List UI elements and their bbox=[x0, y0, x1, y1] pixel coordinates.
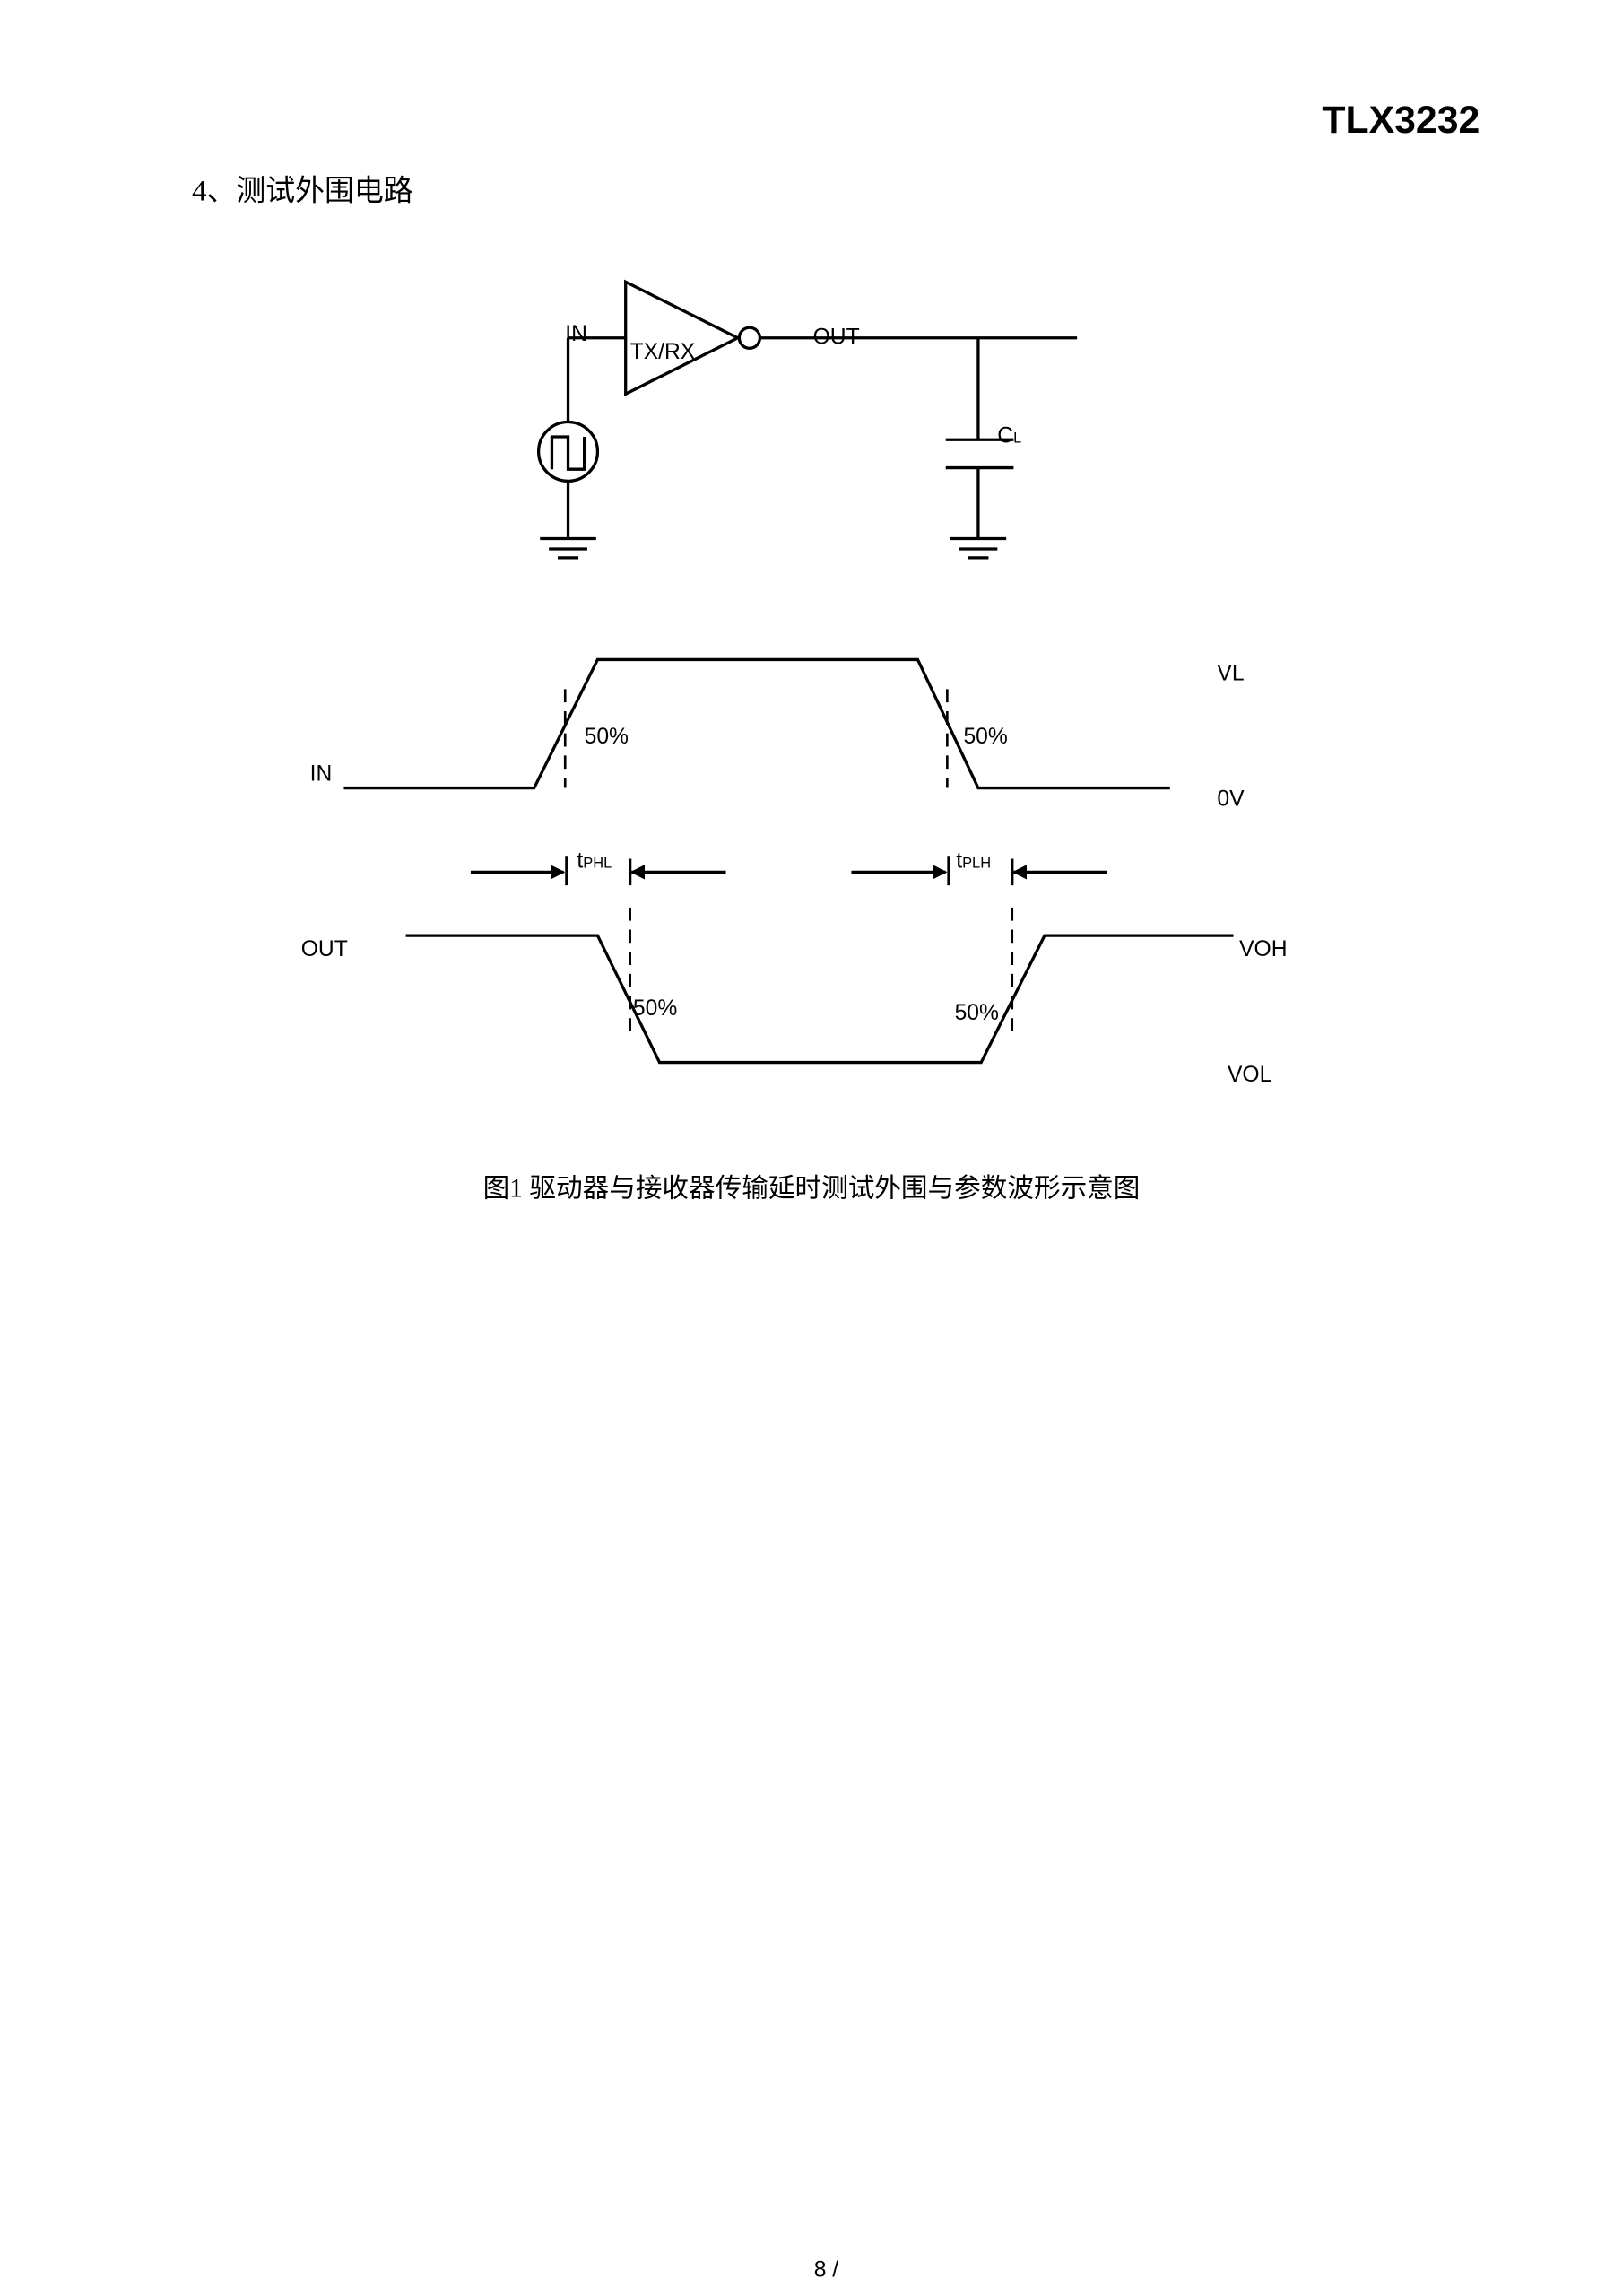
tplh-label: tPLH bbox=[956, 848, 991, 873]
out-waveform bbox=[405, 934, 1234, 1065]
tplh-sub: PLH bbox=[962, 855, 991, 871]
tplh-t: t bbox=[956, 848, 962, 873]
timing-diagram: IN VL 0V 50% 50% tPHL tPLH OUT VOH VOL 5… bbox=[301, 657, 1288, 1087]
tphl-label: tPHL bbox=[577, 848, 612, 873]
product-header: TLX3232 bbox=[1322, 99, 1480, 142]
wave-in-label: IN bbox=[310, 761, 333, 786]
test-circuit: IN TX/RX OUT CL bbox=[536, 279, 1078, 560]
in-fall-50-label: 50% bbox=[963, 725, 1007, 749]
square-wave-source-icon bbox=[536, 420, 600, 483]
vol-label: VOL bbox=[1228, 1063, 1271, 1087]
out-fall-50-label: 50% bbox=[633, 996, 677, 1021]
section-title: 4、测试外围电路 bbox=[192, 175, 413, 208]
circuit-out-label: OUT bbox=[813, 325, 860, 349]
tphl-sub: PHL bbox=[583, 855, 612, 871]
figure-caption: 图1 驱动器与接收器传输延时测试外围与参数波形示意图 bbox=[483, 1173, 1141, 1203]
buffer-label: TX/RX bbox=[630, 340, 696, 364]
buffer-triangle bbox=[624, 279, 742, 396]
inverter-bubble bbox=[737, 326, 762, 350]
tphl-t: t bbox=[577, 848, 583, 873]
cap-label-sub: L bbox=[1013, 430, 1021, 447]
circuit-in-label: IN bbox=[565, 322, 587, 346]
voh-label: VOH bbox=[1239, 937, 1287, 961]
cap-label: CL bbox=[997, 424, 1021, 448]
wave-out-label: OUT bbox=[301, 937, 348, 961]
ground-icon bbox=[540, 536, 596, 560]
page-number: 8 / bbox=[814, 2258, 839, 2283]
in-waveform bbox=[343, 657, 1170, 790]
zero-v-label: 0V bbox=[1217, 787, 1245, 811]
ground-icon bbox=[950, 536, 1007, 560]
cap-label-main: C bbox=[997, 424, 1013, 448]
out-rise-50-label: 50% bbox=[955, 1001, 999, 1025]
vl-label: VL bbox=[1217, 661, 1244, 685]
in-rise-50-label: 50% bbox=[585, 725, 629, 749]
